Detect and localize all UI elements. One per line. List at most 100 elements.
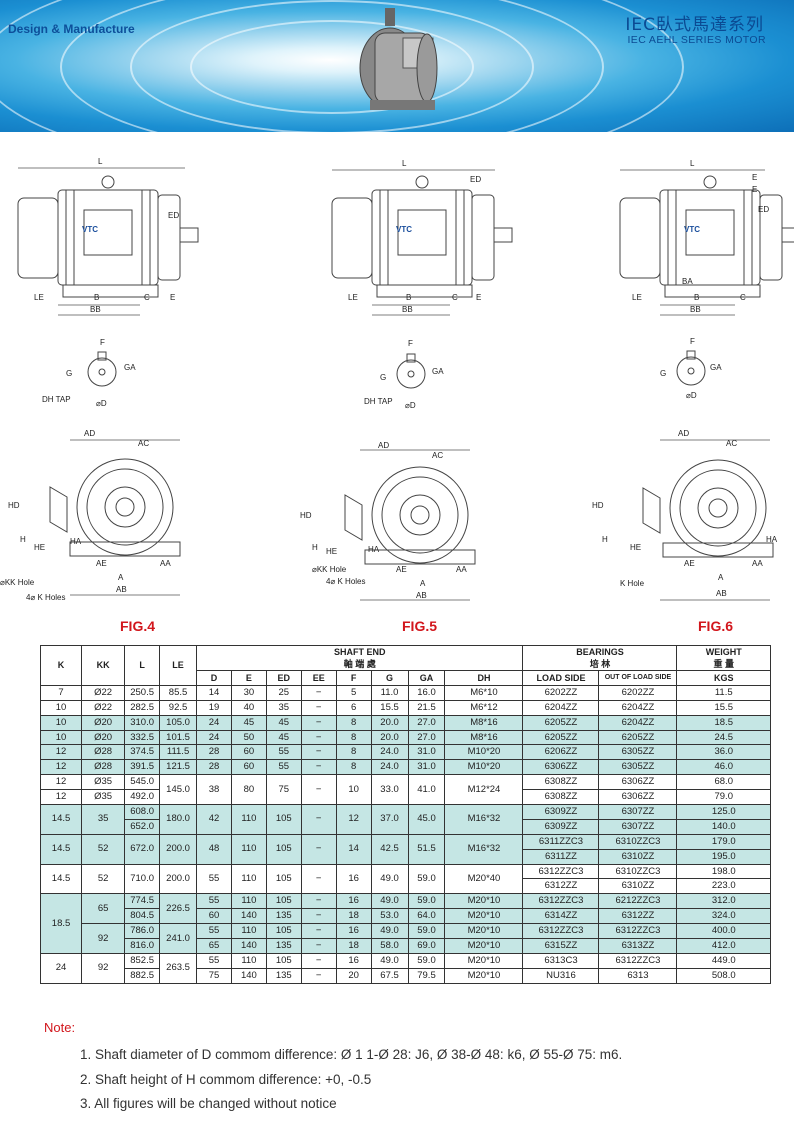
table-cell: 140.0: [676, 818, 771, 835]
table-cell: M6*10: [444, 684, 524, 701]
table-cell: −: [300, 967, 337, 984]
table-cell: 324.0: [676, 908, 771, 925]
table-cell: 195.0: [676, 848, 771, 865]
table-cell: 7: [39, 684, 83, 701]
table-cell: M8*16: [444, 714, 524, 731]
table-cell: 75: [196, 967, 232, 984]
table-cell: 12: [39, 744, 83, 761]
table-cell: 140: [230, 908, 267, 925]
table-cell: M8*16: [444, 729, 524, 746]
table-cell: 24.0: [370, 744, 409, 761]
logo-vtc: VTC: [82, 225, 98, 234]
table-cell: 8: [335, 744, 372, 761]
dim-C-6: C: [740, 293, 746, 302]
table-cell: 69.0: [407, 938, 446, 954]
table-cell: 55: [196, 952, 232, 969]
table-cell: 105: [265, 804, 302, 835]
dim-HA: HA: [70, 537, 82, 546]
sub-ee: EE: [300, 670, 337, 686]
table-cell: 6312ZZC3: [522, 863, 600, 880]
dim-AA: AA: [160, 559, 171, 568]
table-cell: 38: [196, 774, 232, 806]
table-cell: 49.0: [370, 952, 409, 969]
table-cell: 92: [81, 923, 126, 954]
table-cell: 6308ZZ: [522, 789, 600, 806]
table-cell: 125.0: [676, 804, 771, 820]
table-cell: 51.5: [407, 833, 446, 865]
table-cell: −: [300, 729, 337, 746]
table-cell: 37.0: [370, 804, 409, 835]
sub-d: D: [196, 670, 232, 686]
table-cell: −: [300, 774, 337, 806]
table-cell: 28: [196, 744, 232, 761]
table-cell: 49.0: [370, 863, 409, 895]
table-cell: 79.0: [676, 789, 771, 806]
dim-BB: BB: [90, 305, 101, 314]
table-cell: 53.0: [370, 908, 409, 925]
sub-f: F: [335, 670, 372, 686]
table-cell: 67.5: [370, 967, 409, 984]
table-cell: 105.0: [159, 714, 198, 731]
table-cell: 31.0: [407, 759, 446, 776]
table-cell: M6*12: [444, 699, 524, 716]
table-cell: 14.5: [39, 833, 83, 865]
table-cell: 6314ZZ: [522, 908, 600, 925]
table-cell: 60: [230, 759, 267, 776]
table-cell: 11.5: [676, 684, 771, 701]
table-cell: 59.0: [407, 863, 446, 895]
table-cell: 55: [265, 744, 302, 761]
table-cell: 59.0: [407, 893, 446, 910]
table-cell: 40: [230, 699, 267, 716]
table-cell: 20.0: [370, 714, 409, 731]
dim-HD: HD: [8, 501, 20, 510]
table-cell: 12: [39, 759, 83, 776]
table-cell: 10: [39, 699, 83, 716]
table-cell: 16: [335, 863, 372, 895]
table-cell: 6204ZZ: [598, 714, 678, 731]
dim-HE: HE: [34, 543, 45, 552]
table-cell: −: [300, 759, 337, 776]
table-cell: 6309ZZ: [522, 818, 600, 835]
table-cell: 41.0: [407, 774, 446, 806]
table-cell: 200.0: [159, 833, 198, 865]
dim-G: G: [66, 369, 72, 378]
table-cell: 198.0: [676, 863, 771, 880]
table-cell: Ø35: [81, 789, 126, 806]
table-cell: 140: [230, 938, 267, 954]
table-cell: 60: [230, 744, 267, 761]
table-cell: 35: [81, 804, 126, 835]
table-cell: 24: [196, 714, 232, 731]
table-cell: 101.5: [159, 729, 198, 746]
table-cell: 92.5: [159, 699, 198, 716]
table-cell: 110: [230, 863, 267, 895]
table-cell: 110: [230, 833, 267, 865]
col-kk: KK: [81, 645, 126, 686]
table-cell: 68.0: [676, 774, 771, 791]
dim-F: F: [100, 338, 105, 347]
table-cell: −: [300, 714, 337, 731]
table-cell: 79.5: [407, 967, 446, 984]
table-cell: 52: [81, 833, 126, 865]
table-cell: 55: [196, 863, 232, 895]
table-cell: 6: [335, 699, 372, 716]
table-cell: 6204ZZ: [598, 699, 678, 716]
table-cell: 14: [196, 684, 232, 701]
table-cell: 6305ZZ: [598, 759, 678, 776]
table-cell: 412.0: [676, 938, 771, 954]
table-cell: 21.5: [407, 699, 446, 716]
table-cell: 46.0: [676, 759, 771, 776]
table-cell: 6312ZZC3: [598, 923, 678, 940]
table-cell: 15.5: [676, 699, 771, 716]
table-cell: 16.0: [407, 684, 446, 701]
table-cell: 24: [39, 952, 83, 984]
table-cell: 140: [230, 967, 267, 984]
table-cell: 400.0: [676, 923, 771, 940]
dim-AA-6: AA: [752, 559, 763, 568]
table-cell: 24.5: [676, 729, 771, 746]
